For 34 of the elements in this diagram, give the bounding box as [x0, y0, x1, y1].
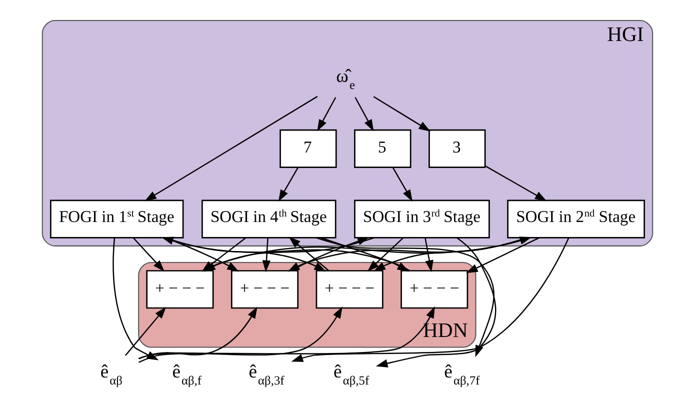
arrow [262, 238, 271, 272]
node-box: + − − − [400, 270, 468, 309]
node-box: 5 [354, 129, 412, 168]
arrow [373, 96, 431, 132]
node-text: ê$_{αβ,5f}$ [334, 362, 370, 388]
arrow [138, 306, 435, 363]
node-box: 7 [280, 129, 337, 168]
arrow [124, 306, 166, 356]
node-box: FOGI in 1$^{st}$ Stage [50, 200, 184, 238]
node-box: SOGI in 3$^{rd}$ Stage [354, 200, 490, 238]
node-box: + − − − [231, 270, 299, 309]
arrow [485, 165, 547, 202]
node-box: + − − − [316, 270, 384, 309]
arrow [376, 237, 496, 368]
node-text: ω̂$_{e}$ [336, 66, 356, 92]
arrow [354, 97, 374, 132]
node-text: ê$_{αβ,3f}$ [248, 362, 284, 388]
arrow [291, 238, 570, 362]
arrow [144, 96, 318, 202]
arrow [133, 238, 165, 272]
arrow [367, 238, 404, 272]
arrow [466, 237, 540, 274]
node-text: ê$_{αβ,f}$ [172, 362, 202, 388]
node-text: ê$_{αβ}$ [100, 362, 122, 388]
node-box: SOGI in 4$^{th}$ Stage [202, 200, 336, 238]
node-text: ê$_{αβ,7f}$ [444, 362, 480, 388]
arrow [392, 167, 412, 202]
node-box: SOGI in 2$^{nd}$ Stage [507, 200, 645, 238]
arrow [316, 237, 494, 358]
arrow [278, 167, 298, 202]
node-box: + − − − [146, 270, 214, 309]
node-box: 3 [428, 129, 486, 168]
arrow [317, 97, 336, 132]
arrow [424, 238, 434, 272]
